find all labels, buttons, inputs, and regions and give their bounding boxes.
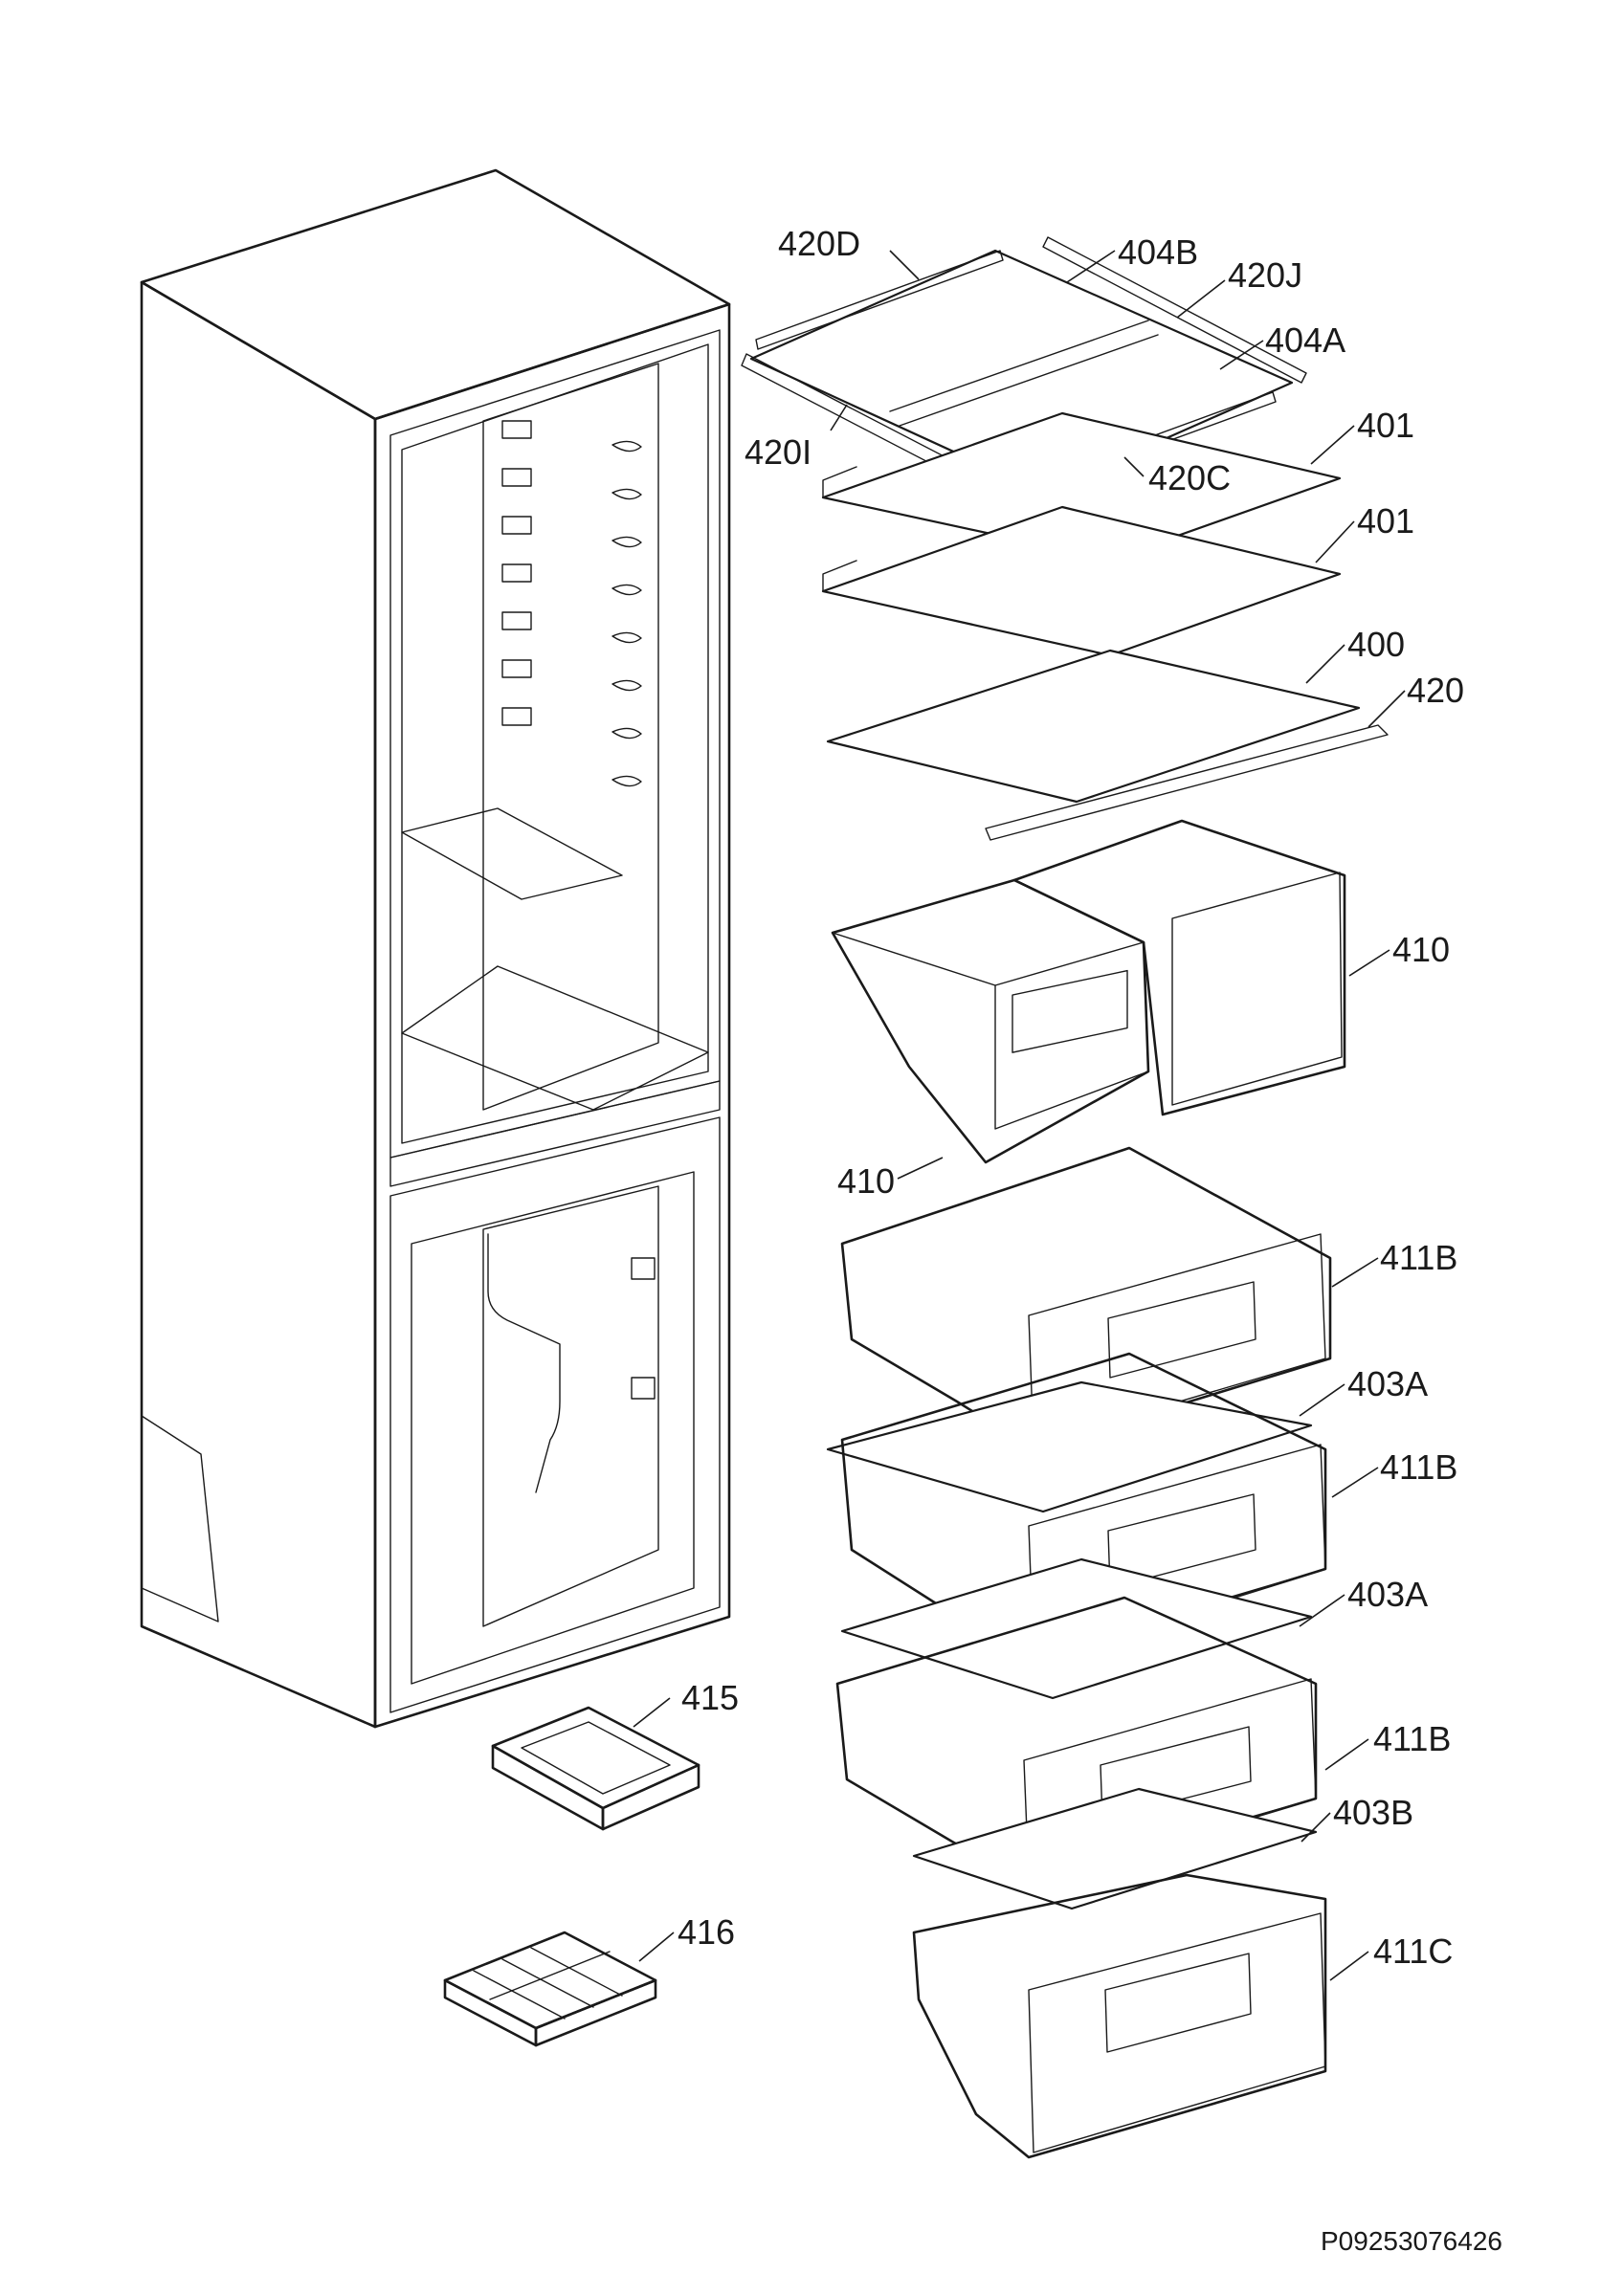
label-401-upper: 401 (1357, 406, 1414, 445)
label-404A: 404A (1265, 320, 1345, 360)
ice-tray-416 (443, 1931, 657, 2047)
freezer-drawer-411C (912, 1873, 1327, 2159)
part-labels: 420D 404B 420J 404A 420I 401 420C 401 40… (678, 224, 1464, 1971)
accessory-415 (491, 1706, 700, 1831)
label-403A-2: 403A (1347, 1575, 1428, 1614)
label-420J: 420J (1228, 255, 1302, 295)
top-shelf-set (741, 236, 1307, 500)
label-420D: 420D (778, 224, 860, 263)
divider-403A-1 (826, 1380, 1313, 1513)
label-411C: 411C (1373, 1932, 1453, 1971)
label-411B-1: 411B (1380, 1238, 1457, 1277)
label-416: 416 (678, 1912, 735, 1952)
glass-shelf-401-lower (821, 505, 1342, 657)
shelf-notches (611, 440, 642, 787)
label-410-left: 410 (837, 1161, 895, 1201)
label-410-right: 410 (1392, 930, 1450, 969)
label-404B: 404B (1118, 232, 1198, 272)
label-400: 400 (1347, 625, 1405, 664)
label-420: 420 (1407, 671, 1464, 710)
glass-shelf-400 (826, 649, 1361, 804)
cabinet (140, 168, 731, 1729)
label-420C: 420C (1148, 458, 1231, 497)
shelf-trim-420 (985, 724, 1389, 841)
label-411B-3: 411B (1373, 1719, 1451, 1758)
label-411B-2: 411B (1380, 1447, 1457, 1487)
divider-403A-2 (840, 1557, 1313, 1700)
divider-403B (912, 1787, 1318, 1910)
shelf-supports (501, 420, 532, 726)
drawer-410-right (1012, 819, 1346, 1116)
label-415: 415 (681, 1678, 739, 1717)
label-401-lower: 401 (1357, 501, 1414, 541)
document-code: P09253076426 (1321, 2226, 1502, 2256)
label-403B: 403B (1333, 1793, 1413, 1832)
label-420I: 420I (745, 432, 812, 472)
leader-lines (633, 250, 1406, 1981)
label-403A-1: 403A (1347, 1364, 1428, 1403)
